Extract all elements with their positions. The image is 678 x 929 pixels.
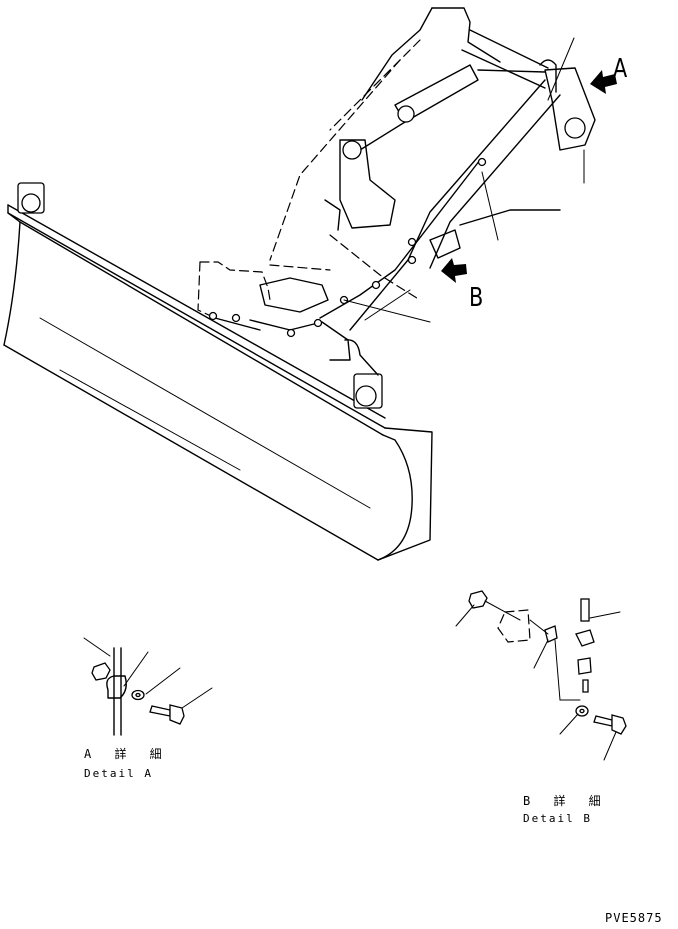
leader-line bbox=[343, 299, 431, 323]
detail-b-jp-caption: B 詳 細 bbox=[523, 794, 609, 808]
detail-a-caption: Detail A bbox=[84, 767, 153, 780]
dozer-blade bbox=[3, 182, 433, 561]
lower-mechanism bbox=[197, 261, 379, 376]
view-arrow-a bbox=[590, 70, 617, 94]
detail-a-jp-caption: A 詳 細 bbox=[84, 747, 170, 761]
lift-frame bbox=[269, 7, 596, 331]
detail-b-parts bbox=[455, 590, 627, 761]
leader-line bbox=[481, 171, 499, 241]
detail-a-parts bbox=[83, 637, 213, 736]
view-arrow-b bbox=[441, 258, 467, 283]
leader-line bbox=[547, 37, 575, 101]
detail-b-caption: Detail B bbox=[523, 812, 592, 825]
view-label-a: A bbox=[613, 54, 628, 84]
view-label-b: B bbox=[469, 283, 484, 313]
drawing-number: PVE5875 bbox=[605, 911, 663, 925]
leader-line bbox=[364, 289, 411, 321]
